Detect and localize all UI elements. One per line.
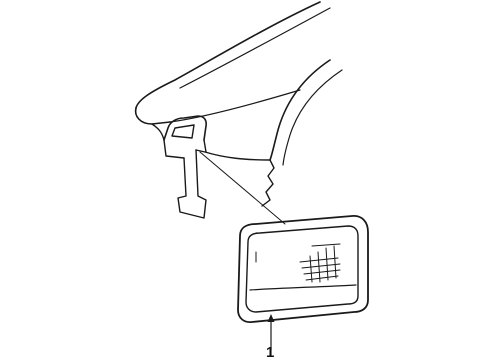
fender bbox=[134, 1, 343, 207]
callout-label: 1 bbox=[266, 344, 274, 360]
side-marker-lamp bbox=[237, 215, 369, 323]
callout-arrowhead bbox=[267, 314, 275, 322]
lens-grid bbox=[299, 243, 341, 283]
lamp-mounting-bracket bbox=[163, 115, 207, 219]
callout-1: 1 bbox=[266, 314, 275, 360]
leader-line bbox=[199, 151, 286, 225]
